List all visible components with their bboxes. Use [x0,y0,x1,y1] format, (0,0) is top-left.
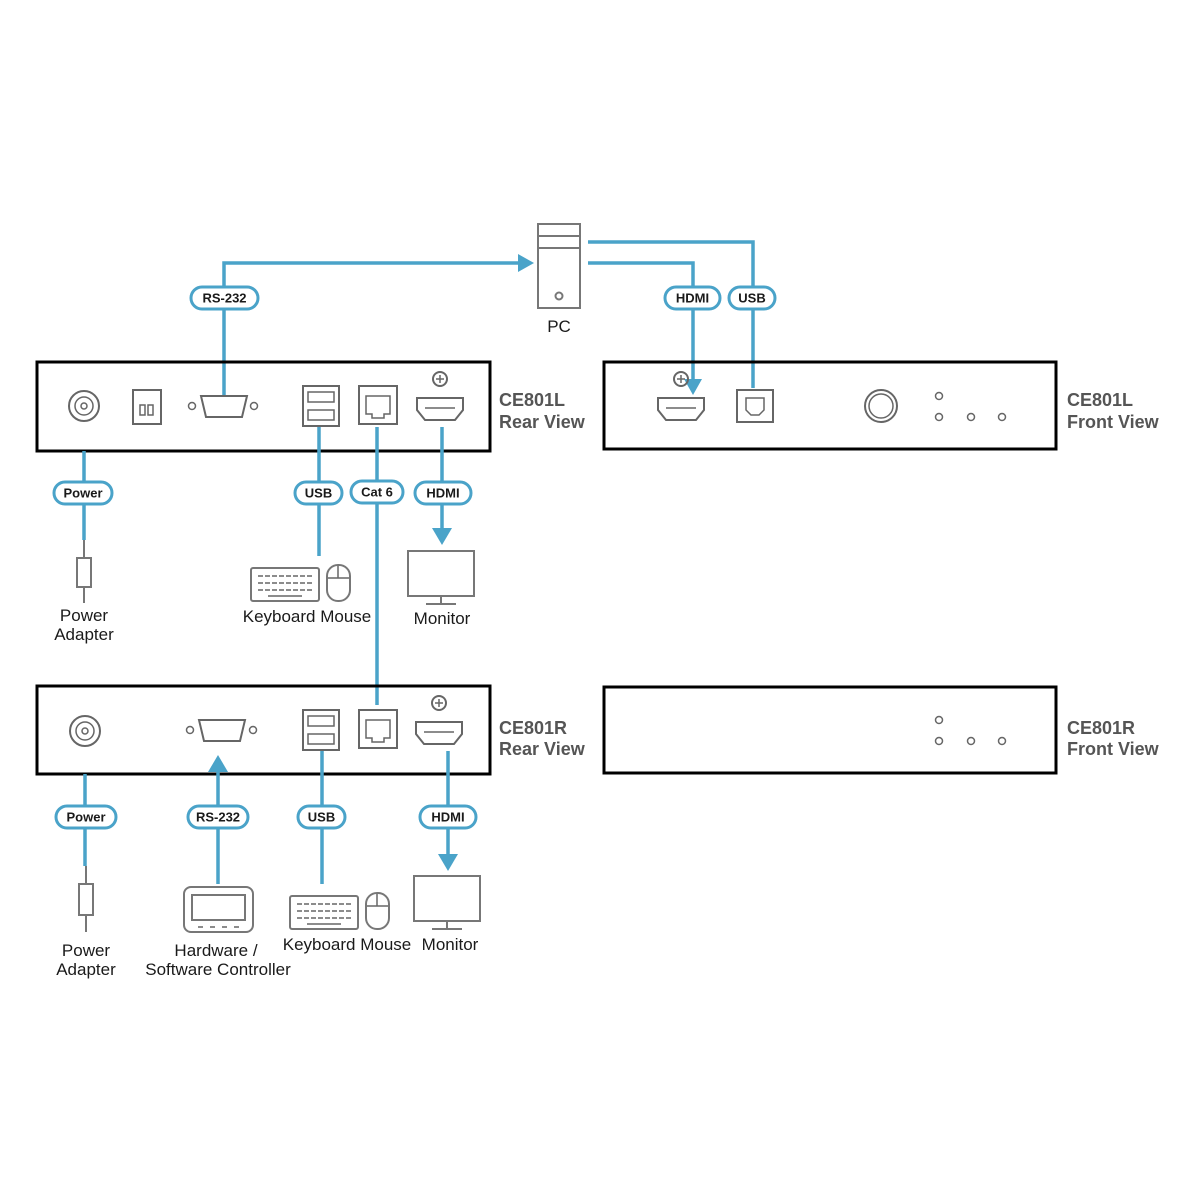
svg-text:Cat 6: Cat 6 [361,485,393,500]
controller-caption-1: Hardware / [174,941,257,960]
power-adapter-icon [76,540,92,603]
rj45-port-icon [358,385,398,425]
label-local-power: Power [52,480,114,506]
ce801r-rear-panel [35,684,492,776]
serial-port-icon [185,719,258,742]
label-remote-hdmi: HDMI [418,804,478,830]
label-rs232-top: RS-232 [189,285,260,311]
ce801r-front-model: CE801R [1067,718,1135,738]
usb-port-icon [302,385,340,427]
ce801l-front-view: Front View [1067,412,1160,432]
svg-text:USB: USB [305,486,332,501]
mouse-icon [365,892,390,930]
label-local-hdmi: HDMI [413,480,473,506]
svg-text:RS-232: RS-232 [196,810,240,825]
cable-local-hdmi [432,427,452,545]
ce801r-rear-model: CE801R [499,718,567,738]
button-icon [864,389,898,423]
remote-power-caption-1: Power [62,941,111,960]
cable-pc-usb [588,240,755,388]
local-monitor-caption: Monitor [414,609,471,628]
hdmi-port-icon [415,721,463,745]
ce801r-front-panel [602,685,1058,775]
screw-icon [673,371,689,387]
serial-port-icon [187,395,259,418]
svg-text:RS-232: RS-232 [202,291,246,306]
label-cat6: Cat 6 [349,479,405,505]
cable-rs232-top [222,254,534,396]
keyboard-icon [250,567,320,602]
label-remote-rs232: RS-232 [186,804,250,830]
svg-text:Power: Power [63,486,102,501]
power-jack-icon [69,715,101,747]
ce801l-rear-panel [35,360,492,453]
usb-b-port-icon [736,389,774,423]
svg-text:Power: Power [66,810,105,825]
label-local-usb: USB [293,480,344,506]
power-adapter-icon [78,866,94,932]
controller-icon [183,886,254,933]
ce801l-rear-view: Rear View [499,412,586,432]
svg-text:HDMI: HDMI [426,486,459,501]
svg-text:HDMI: HDMI [676,291,709,306]
dip-switch-icon [132,389,162,425]
svg-text:USB: USB [308,810,335,825]
label-pc-hdmi: HDMI [663,285,722,311]
ce801l-front-model: CE801L [1067,390,1133,410]
local-kbm-caption: Keyboard Mouse [243,607,372,626]
controller-caption-2: Software Controller [145,960,291,979]
remote-kbm-caption: Keyboard Mouse [283,935,412,954]
local-power-caption-1: Power [60,606,109,625]
led-icon [934,715,1007,746]
label-remote-usb: USB [296,804,347,830]
monitor-icon [413,875,481,930]
ce801l-rear-model: CE801L [499,390,565,410]
cable-pc-hdmi [588,261,702,395]
pc-tower-icon [537,223,581,309]
label-remote-power: Power [54,804,118,830]
power-jack-icon [68,390,100,422]
local-power-caption-2: Adapter [54,625,114,644]
mouse-icon [326,564,351,602]
screw-icon [431,695,447,711]
remote-power-caption-2: Adapter [56,960,116,979]
screw-icon [432,371,448,387]
label-pc-usb: USB [727,285,777,311]
hdmi-port-icon [657,397,705,421]
led-icon [934,391,1007,422]
monitor-icon [407,550,475,605]
usb-port-icon [302,709,340,751]
remote-monitor-caption: Monitor [422,935,479,954]
ce801l-front-panel [602,360,1058,451]
cable-remote-hdmi [438,751,458,871]
svg-text:USB: USB [738,291,765,306]
ce801r-rear-view: Rear View [499,739,586,759]
hdmi-port-icon [416,397,464,421]
pc-caption: PC [547,317,571,336]
ce801r-front-view: Front View [1067,739,1160,759]
keyboard-icon [289,895,359,930]
rj45-port-icon [358,709,398,749]
svg-text:HDMI: HDMI [431,810,464,825]
